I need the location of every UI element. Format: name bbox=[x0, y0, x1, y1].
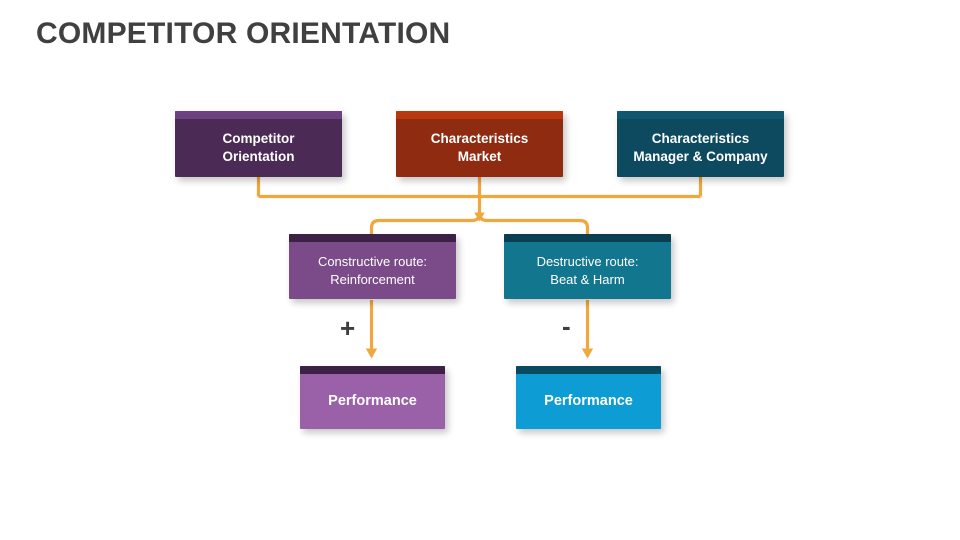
connector-brace bbox=[369, 213, 590, 235]
node-label: Competitor Orientation bbox=[222, 131, 295, 164]
positive-sign: + bbox=[340, 313, 356, 343]
connector-arrowhead-left bbox=[365, 348, 378, 359]
node-accent-bar bbox=[175, 111, 342, 119]
page-title: COMPETITOR ORIENTATION bbox=[36, 17, 451, 50]
node-characteristics-market[interactable]: Characteristics Market bbox=[396, 111, 563, 177]
node-performance-positive[interactable]: Performance bbox=[300, 366, 445, 429]
node-accent-bar bbox=[504, 234, 671, 242]
node-label: Characteristics Market bbox=[430, 131, 529, 164]
connector-arrowhead-center bbox=[474, 212, 485, 222]
node-competitor-orientation[interactable]: Competitor Orientation bbox=[175, 111, 342, 177]
node-label: Characteristics Manager & Company bbox=[633, 131, 768, 164]
negative-sign: - bbox=[562, 311, 571, 341]
node-label: Constructive route: Reinforcement bbox=[317, 254, 428, 287]
node-accent-bar bbox=[289, 234, 456, 242]
node-accent-bar bbox=[396, 111, 563, 119]
node-label: Performance bbox=[328, 392, 417, 409]
node-accent-bar bbox=[300, 366, 445, 374]
node-destructive-route[interactable]: Destructive route: Beat & Harm bbox=[504, 234, 671, 299]
node-performance-negative[interactable]: Performance bbox=[516, 366, 661, 429]
node-label: Destructive route: Beat & Harm bbox=[536, 254, 639, 287]
node-characteristics-manager[interactable]: Characteristics Manager & Company bbox=[617, 111, 784, 177]
node-accent-bar bbox=[617, 111, 784, 119]
connector-arrowhead-right bbox=[581, 348, 594, 359]
node-constructive-route[interactable]: Constructive route: Reinforcement bbox=[289, 234, 456, 299]
node-label: Performance bbox=[544, 392, 633, 409]
node-accent-bar bbox=[516, 366, 661, 374]
